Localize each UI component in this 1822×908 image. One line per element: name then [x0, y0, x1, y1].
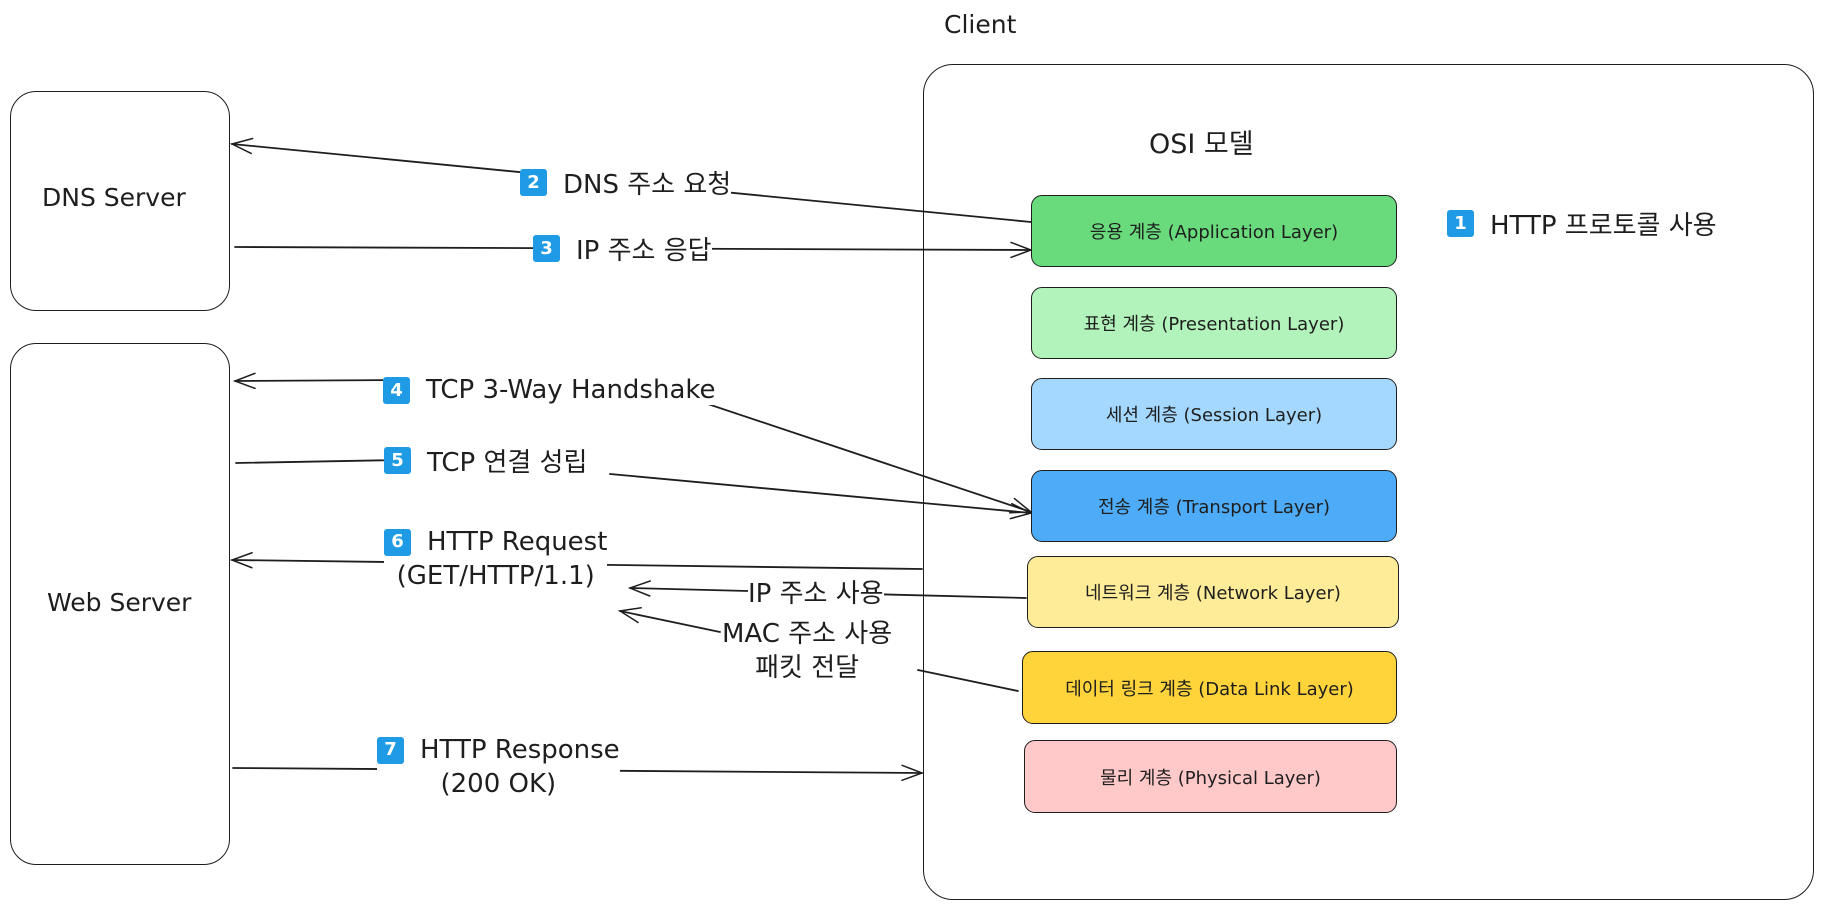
step-2-text: DNS 주소 요청 [563, 170, 732, 200]
layer-physical: 물리 계층 (Physical Layer) [1024, 740, 1397, 813]
layer-presentation: 표현 계층 (Presentation Layer) [1031, 287, 1397, 359]
step-6-subtext: (GET/HTTP/1.1) [396, 561, 595, 591]
arrow-connection-to-transport [609, 473, 1034, 520]
step-3-label: 3 IP 주소 응답 [533, 230, 712, 267]
line-connection-from-server [235, 459, 401, 464]
step-5-badge: 5 [384, 447, 411, 474]
layer-session: 세션 계층 (Session Layer) [1031, 378, 1397, 450]
step-3-badge: 3 [533, 235, 560, 262]
step-6-label: 6 HTTP Request (GET/HTTP/1.1) [384, 525, 608, 593]
packet-delivery-text: 패킷 전달 [755, 653, 860, 683]
client-title: Client [944, 10, 1017, 39]
step-6-badge: 6 [384, 528, 411, 556]
step-5-label: 5 TCP 연결 성립 [384, 442, 588, 479]
step-4-badge: 4 [383, 376, 410, 404]
dns-server-box [10, 91, 230, 311]
layer-data-link: 데이터 링크 계층 (Data Link Layer) [1022, 651, 1397, 724]
step-3-text: IP 주소 응답 [576, 236, 712, 266]
layer-application: 응용 계층 (Application Layer) [1031, 195, 1397, 267]
client-box [923, 64, 1814, 900]
step-7-label: 7 HTTP Response (200 OK) [377, 733, 620, 801]
step-1-badge: 1 [1447, 210, 1474, 237]
ip-usage-note: IP 주소 사용 [748, 573, 884, 610]
step-6-text: HTTP Request [427, 527, 608, 557]
step-2-badge: 2 [520, 169, 547, 196]
layer-transport: 전송 계층 (Transport Layer) [1031, 470, 1397, 542]
web-server-label: Web Server [47, 588, 192, 617]
step-5-text: TCP 연결 성립 [427, 448, 588, 478]
step-7-text: HTTP Response [420, 735, 620, 765]
mac-usage-text: MAC 주소 사용 [722, 619, 893, 649]
web-server-box [10, 343, 230, 865]
osi-model-title: OSI 모델 [1149, 129, 1254, 160]
mac-usage-note: MAC 주소 사용 패킷 전달 [722, 617, 893, 685]
dns-server-label: DNS Server [42, 183, 186, 212]
line-packet-delivery [917, 669, 1019, 692]
layer-network: 네트워크 계층 (Network Layer) [1027, 556, 1399, 628]
step-4-label: 4 TCP 3-Way Handshake [383, 375, 716, 405]
arrow-mac-usage [617, 607, 721, 633]
step-1-text: HTTP 프로토콜 사용 [1490, 211, 1717, 241]
arrow-handshake-to-server [232, 372, 401, 390]
step-7-badge: 7 [377, 736, 404, 764]
step-1-label: 1 HTTP 프로토콜 사용 [1447, 205, 1717, 242]
step-7-subtext: (200 OK) [440, 769, 557, 799]
step-2-label: 2 DNS 주소 요청 [520, 164, 732, 201]
step-4-text: TCP 3-Way Handshake [426, 375, 716, 405]
